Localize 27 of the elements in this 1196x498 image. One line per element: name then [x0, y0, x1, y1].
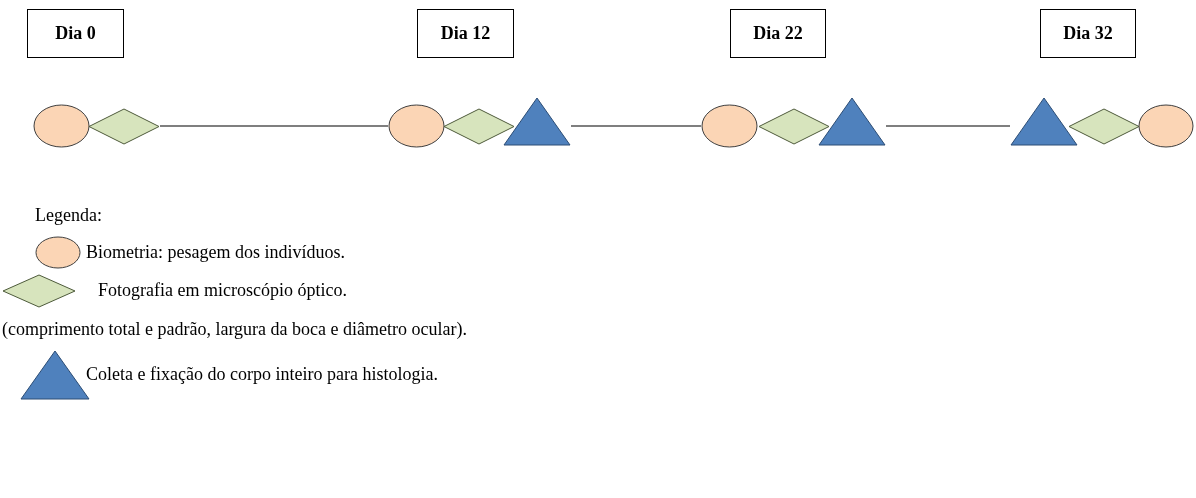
- day-box: [730, 9, 826, 58]
- diamond-marker: [758, 108, 830, 145]
- note-text: (comprimento total e padrão, largura da boca e diâmetro ocular).: [2, 319, 467, 340]
- day-box: [1040, 9, 1136, 58]
- day-label: Dia 22: [753, 23, 803, 44]
- day-box: [417, 9, 514, 58]
- triangle-marker: [818, 97, 886, 146]
- day-label: Dia 32: [1063, 23, 1113, 44]
- legend-text: Fotografia em microscópio óptico.: [98, 280, 347, 301]
- legend-heading: Legenda:: [35, 205, 102, 226]
- triangle-marker: [503, 97, 571, 146]
- diamond-marker: [443, 108, 515, 145]
- connector-line: [885, 125, 1011, 127]
- circle-marker: [33, 104, 90, 148]
- diamond-marker: [1068, 108, 1140, 145]
- legend-text: Coleta e fixação do corpo inteiro para histologia.: [86, 364, 438, 385]
- legend-text: Biometria: pesagem dos indivíduos.: [86, 242, 345, 263]
- day-box: [27, 9, 124, 58]
- circle-marker: [701, 104, 758, 148]
- connector-line: [570, 125, 702, 127]
- circle-marker: [1138, 104, 1194, 148]
- day-label: Dia 12: [440, 23, 491, 44]
- triangle-marker: [1010, 97, 1078, 146]
- connector-line: [159, 125, 389, 127]
- diamond-marker: [88, 108, 160, 145]
- day-label: Dia 0: [55, 23, 96, 44]
- circle-marker: [388, 104, 445, 148]
